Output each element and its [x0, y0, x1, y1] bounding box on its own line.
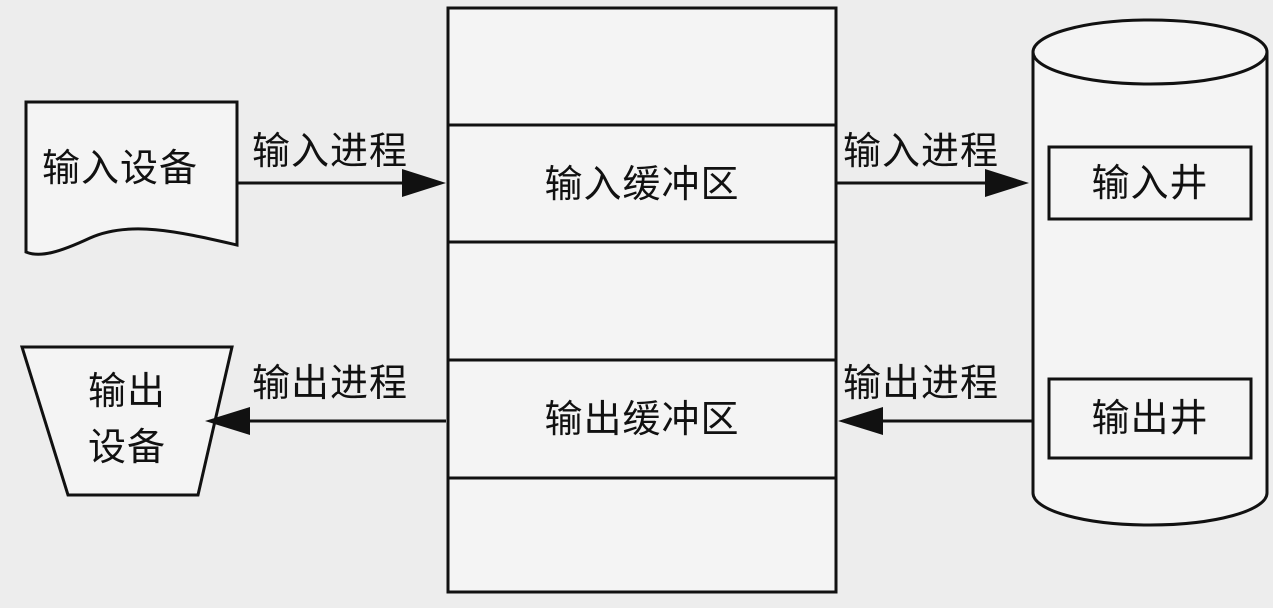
arrow-label-input-process-right: 输入进程 — [843, 129, 1000, 173]
arrow-output-right-head — [838, 407, 883, 435]
arrow-output-left-head — [205, 407, 250, 435]
output-device-shape — [19, 345, 234, 497]
buffer-slot-1 — [446, 6, 838, 127]
input-device-label: 输入设备 — [42, 146, 199, 190]
input-well-box — [1047, 145, 1253, 221]
arrow-label-input-process-left: 输入进程 — [252, 129, 409, 173]
output-device-label-line2: 设备 — [87, 425, 166, 469]
arrow-input-right-head — [985, 169, 1029, 197]
input-well-label: 输入井 — [1091, 161, 1209, 205]
disk-top — [1031, 18, 1269, 86]
output-buffer-label: 输出缓冲区 — [544, 397, 740, 441]
buffer-slot-5 — [446, 476, 838, 594]
arrow-label-output-process-left: 输出进程 — [252, 361, 409, 405]
arrows — [205, 169, 1033, 435]
buffer-slot-input — [446, 123, 838, 244]
output-well-box — [1047, 377, 1253, 460]
arrow-label-output-process-right: 输出进程 — [843, 361, 1000, 405]
input-device-shape — [24, 100, 239, 256]
input-buffer-label: 输入缓冲区 — [544, 162, 740, 206]
output-device-label-line1: 输出 — [87, 369, 166, 413]
buffer-slot-3 — [446, 240, 838, 362]
buffer-stack — [446, 6, 838, 594]
spool-disk — [1031, 18, 1269, 527]
output-well-label: 输出井 — [1091, 396, 1209, 440]
arrow-input-left-head — [402, 169, 446, 197]
